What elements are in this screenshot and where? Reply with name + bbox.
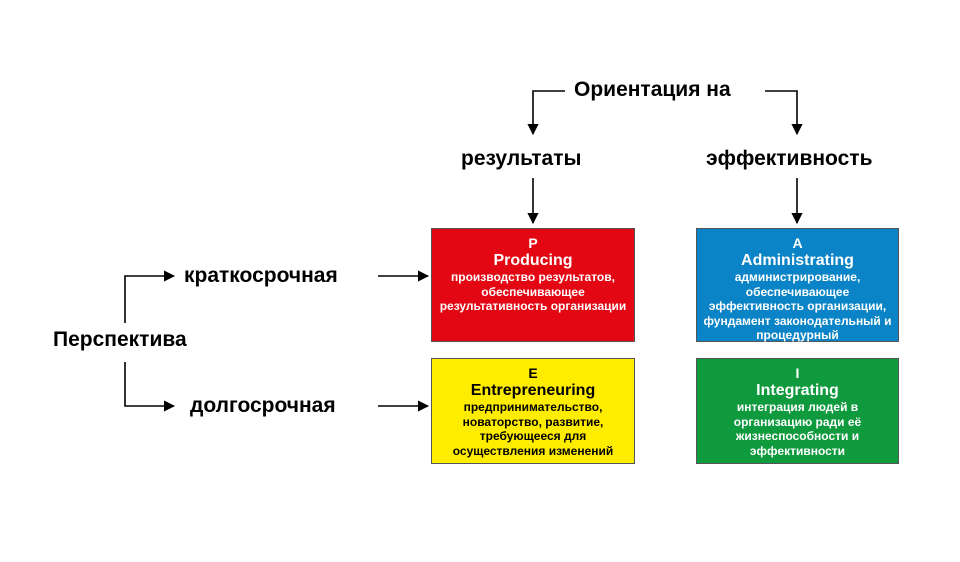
row-long-term: долгосрочная bbox=[190, 394, 336, 417]
arrow-perspective-to-short bbox=[124, 270, 176, 323]
box-entrepreneuring: E Entrepreneuring предпринимательство, н… bbox=[431, 358, 635, 464]
box-letter: A bbox=[792, 235, 803, 251]
column-efficiency: эффективность bbox=[706, 147, 873, 170]
arrow-orientation-to-results bbox=[527, 90, 565, 136]
box-name: Producing bbox=[493, 252, 573, 269]
box-description: предпринимательство, новаторство, развит… bbox=[452, 400, 614, 458]
box-letter: I bbox=[795, 365, 800, 381]
box-name: Entrepreneuring bbox=[470, 382, 596, 399]
box-letter: E bbox=[528, 365, 538, 381]
column-results: результаты bbox=[461, 147, 582, 170]
box-description: производство результатов, обеспечивающее… bbox=[439, 270, 627, 313]
row-short-term: краткосрочная bbox=[184, 264, 338, 287]
arrow-perspective-to-long bbox=[124, 362, 176, 412]
box-integrating: I Integrating интеграция людей в организ… bbox=[696, 358, 899, 464]
orientation-title: Ориентация на bbox=[574, 78, 731, 101]
arrow-orientation-to-efficiency bbox=[765, 90, 803, 136]
box-producing: P Producing производство результатов, об… bbox=[431, 228, 635, 342]
box-description: администрирование, обеспечивающее эффект… bbox=[703, 270, 892, 342]
box-name: Integrating bbox=[756, 382, 839, 399]
perspective-label: Перспектива bbox=[53, 328, 187, 351]
box-name: Administrating bbox=[741, 252, 854, 269]
box-description: интеграция людей в организацию ради её ж… bbox=[733, 400, 862, 458]
box-administrating: A Administrating администрирование, обес… bbox=[696, 228, 899, 342]
box-letter: P bbox=[528, 235, 538, 251]
